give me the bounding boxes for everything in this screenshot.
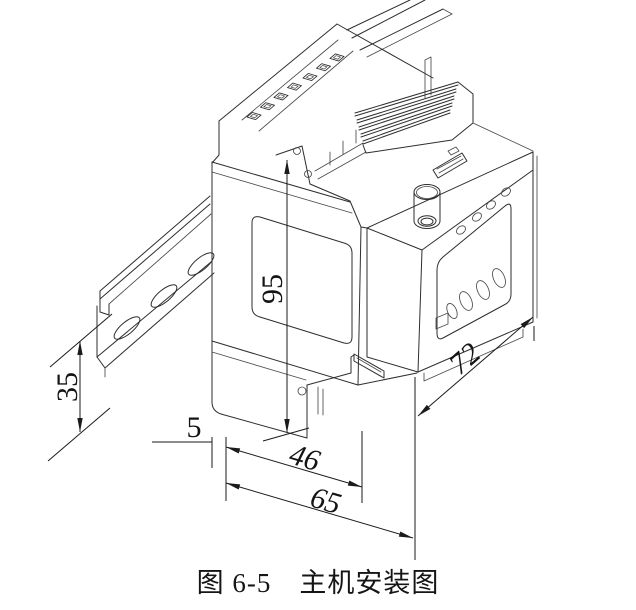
dim-label-72: 72 bbox=[443, 337, 487, 382]
top-chamfer-edge bbox=[366, 151, 534, 229]
dim-label-35: 35 bbox=[51, 372, 84, 402]
terminal-openings bbox=[246, 53, 345, 120]
clip-slider-tab bbox=[353, 353, 385, 379]
dim-label-5: 5 bbox=[187, 411, 202, 444]
dimension-body-depth-72: 72 bbox=[417, 316, 535, 417]
indicator-holes bbox=[456, 187, 511, 235]
bottom-clip bbox=[211, 351, 418, 439]
main-unit bbox=[211, 23, 538, 439]
step-edge bbox=[275, 145, 368, 229]
top-face bbox=[275, 145, 534, 251]
connector-slot bbox=[432, 146, 468, 179]
terminal-housing bbox=[211, 23, 434, 180]
label-window bbox=[251, 216, 353, 344]
figure-caption: 图 6-5 主机安装图 bbox=[196, 568, 440, 598]
dimension-overall-width-65: 65 bbox=[225, 377, 416, 560]
side-panel bbox=[366, 151, 538, 382]
ribbed-vent-block bbox=[354, 81, 534, 154]
dim-label-46: 46 bbox=[286, 438, 324, 478]
dimension-body-height-95: 95 bbox=[256, 160, 310, 442]
dimension-rail-width-35: 35 bbox=[47, 313, 113, 462]
screw-hole bbox=[304, 170, 312, 178]
din-rail-upper-segment bbox=[346, 0, 453, 99]
dim-label-65: 65 bbox=[307, 481, 345, 521]
seal-cylinder bbox=[413, 184, 441, 229]
dimensions: 35 95 5 46 65 72 bbox=[47, 160, 535, 560]
terminal-knockouts bbox=[435, 268, 506, 330]
screw-hole bbox=[293, 147, 301, 155]
dimension-clip-offset-5: 5 bbox=[152, 411, 227, 501]
dim-label-95: 95 bbox=[256, 274, 289, 304]
din-rail bbox=[96, 195, 215, 378]
clip-screw-hole bbox=[297, 386, 307, 396]
